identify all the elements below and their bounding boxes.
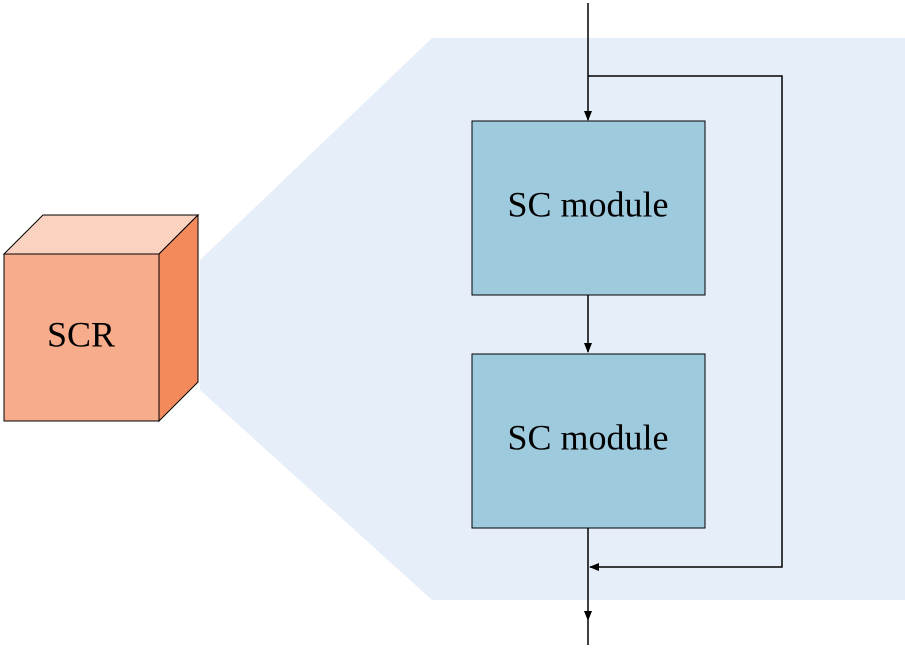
sc-module-2-label: SC module bbox=[507, 417, 668, 457]
sc-module-1-box bbox=[471, 120, 706, 296]
cube-front-face bbox=[3, 253, 160, 422]
expansion-panel bbox=[200, 38, 905, 600]
scr-cube: SCR bbox=[2, 213, 200, 423]
skip-connection bbox=[588, 75, 783, 571]
cube-label: SCR bbox=[47, 314, 115, 354]
sc-module-2: SC module bbox=[471, 353, 706, 529]
sc-module-1: SC module bbox=[471, 120, 706, 296]
sc-module-1-label: SC module bbox=[507, 184, 668, 224]
